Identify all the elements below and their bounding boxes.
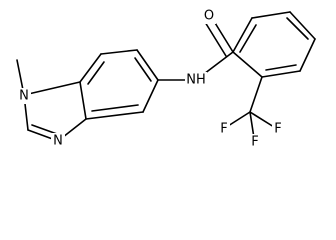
bond-ph-c4-c5-double xyxy=(286,17,309,40)
bond-cf3-f-left xyxy=(227,111,251,127)
bond-carbonyl-o-double xyxy=(204,21,227,57)
bond-c4-c3a xyxy=(85,111,144,120)
bond-ph-c1-c2 xyxy=(232,51,263,78)
atom-label-fluorine-right: F xyxy=(274,122,281,137)
bond-ph-c2-c3-double xyxy=(265,64,297,71)
bond-c5-c4 xyxy=(142,79,159,113)
bond-c6-c5-double xyxy=(134,57,152,82)
bond-ph-c4-c5 xyxy=(289,11,316,40)
bond-ph-c6-c1 xyxy=(232,17,253,53)
bond-ph-c3-c4 xyxy=(299,38,316,72)
bond-ring-cf3 xyxy=(249,76,263,113)
bond-ph-c6-c1-double xyxy=(239,24,257,53)
atom-labels: N N NH O F F F xyxy=(17,8,284,150)
atom-label-fluorine-left: F xyxy=(220,122,227,137)
atom-label-carbonyl-o: O xyxy=(204,9,214,24)
atom-label-methyl-n: N xyxy=(19,89,29,104)
bonds xyxy=(16,11,316,142)
bond-c4-c3a-double xyxy=(91,104,139,112)
bond-c7a-c7-double xyxy=(87,61,105,85)
bond-c3a-c7a xyxy=(79,81,87,120)
bond-c6-c5 xyxy=(136,49,159,81)
bond-c7a-c7 xyxy=(79,53,102,83)
atom-label-imine-n: N xyxy=(53,134,63,149)
bond-cf3-f-bottom xyxy=(249,111,255,139)
bond-c7a-n1 xyxy=(23,81,81,96)
bond-c7-c6 xyxy=(100,49,138,55)
bond-c2-n3-double xyxy=(31,124,58,135)
bond-ph-c2-c3 xyxy=(261,70,301,78)
atom-label-fluorine-bottom: F xyxy=(251,135,258,150)
atom-label-amide-nh: NH xyxy=(186,73,206,88)
bond-cf3-f-top xyxy=(249,111,275,128)
structure-diagram: N N NH O F F F xyxy=(16,8,316,150)
bond-ph-c5-c6 xyxy=(251,11,291,19)
